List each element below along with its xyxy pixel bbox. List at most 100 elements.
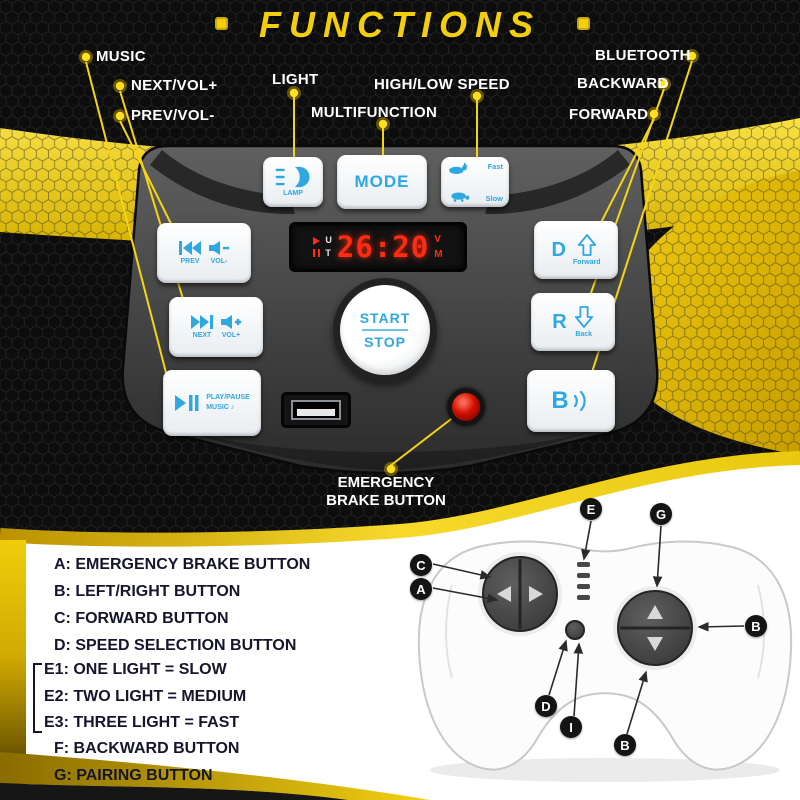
fast-label: Fast: [487, 162, 503, 171]
music-note-icon: ♪: [230, 404, 235, 411]
start-stop-button: START STOP: [333, 278, 437, 382]
play-pause-label: PLAY/PAUSE: [206, 394, 250, 401]
prev-track-icon: [179, 241, 201, 255]
callout-light-label: LIGHT: [272, 71, 319, 88]
display-v: V: [434, 234, 441, 245]
callout-prev-vol-label: PREV/VOL-: [131, 107, 215, 124]
stop-label: STOP: [364, 334, 406, 350]
next-vol-plus-button: NEXT VOL+: [169, 297, 263, 357]
headlight-icon: [275, 166, 310, 188]
music-label: MUSIC: [206, 404, 229, 411]
bluetooth-letter: B: [551, 387, 569, 414]
play-indicator-icon: [313, 237, 321, 245]
callout-line-next-vol: [119, 90, 191, 323]
left-arrow-icon: [497, 586, 511, 602]
legend-item-g: G: PAIRING BUTTON: [54, 767, 213, 784]
remote-badge-b-right: B: [745, 615, 767, 637]
reverse-gear-button: R Back: [531, 293, 615, 351]
remote-badge-e: E: [580, 498, 602, 520]
remote-left-pad: [478, 552, 562, 636]
emergency-brake-button: [447, 388, 485, 426]
emergency-line2: BRAKE BUTTON: [326, 492, 446, 509]
start-stop-divider: [362, 329, 408, 331]
callout-high-low-speed-label: HIGH/LOW SPEED: [374, 76, 510, 93]
display-m: M: [434, 249, 443, 260]
prev-vol-minus-button: PREV VOL-: [157, 223, 251, 283]
speed-button: Fast Slow: [441, 157, 509, 207]
line-C: [432, 563, 492, 580]
emergency-line1: EMERGENCY: [337, 474, 435, 491]
legend-item-e2: E2: TWO LIGHT = MEDIUM: [44, 688, 247, 705]
remote-shadow: [430, 758, 780, 782]
mode-label: MODE: [354, 172, 410, 191]
lamp-label: LAMP: [283, 190, 303, 197]
callout-forward-label: FORWARD: [569, 106, 649, 123]
remote-badge-b-bottom: B: [614, 734, 636, 756]
callout-music-label: MUSIC: [96, 48, 146, 65]
yellow-boundary-band: [0, 451, 800, 547]
right-arrow-icon: [529, 586, 543, 602]
usb-port: [281, 392, 351, 428]
panel-left-recess: [150, 150, 295, 215]
start-label: START: [359, 310, 411, 326]
remote-left-grip-line: [445, 584, 453, 679]
legend-item-e3: E3: THREE LIGHT = FAST: [44, 714, 240, 731]
remote-badge-g: G: [650, 503, 672, 525]
remote-center-button: [565, 620, 585, 640]
turtle-icon: [451, 192, 470, 202]
display-t: T: [325, 248, 331, 258]
down-arrow-icon: [647, 637, 663, 651]
panel-bottom-shadow: [180, 428, 600, 470]
callout-line-music: [85, 61, 173, 397]
volume-plus-icon: [221, 315, 241, 329]
line-A: [432, 587, 499, 603]
play-pause-icon: [175, 395, 199, 411]
remote-badge-a: A: [410, 578, 432, 600]
display-vm-letters: V M: [434, 234, 442, 260]
back-arrow-icon: [574, 306, 593, 328]
callout-dots: [79, 49, 699, 476]
display-play-pause-indicators: [313, 237, 321, 257]
slow-label: Slow: [485, 194, 503, 203]
bottom-left-dark-band: [0, 783, 348, 800]
callout-emergency-label: EMERGENCY BRAKE BUTTON: [295, 474, 477, 510]
prev-label: PREV: [180, 258, 200, 265]
display-time: 26:20: [336, 230, 430, 264]
legend-item-b: B: LEFT/RIGHT BUTTON: [54, 583, 241, 600]
panel-right-recess: [485, 150, 630, 215]
callout-bluetooth-label: BLUETOOTH: [595, 47, 691, 64]
led-display: U T 26:20 V M: [289, 222, 467, 272]
forward-small-label: Forward: [572, 259, 601, 266]
back-small-label: Back: [575, 331, 593, 338]
line-D: [548, 639, 568, 696]
remote-badge-c: C: [410, 554, 432, 576]
legend-e-bracket: [33, 663, 42, 733]
rabbit-icon: [449, 162, 468, 174]
legend-item-f: F: BACKWARD BUTTON: [54, 740, 240, 757]
vol-minus-label: VOL-: [210, 258, 228, 265]
legend-item-d: D: SPEED SELECTION BUTTON: [54, 637, 297, 654]
usb-slot: [291, 400, 341, 420]
music-label-row: MUSIC ♪: [206, 404, 234, 412]
next-track-icon: [191, 315, 213, 329]
remote-badge-d: D: [535, 695, 557, 717]
page-title: FUNCTIONS: [259, 4, 541, 45]
remote-right-pad: [613, 586, 697, 670]
remote-badge-i: I: [560, 716, 582, 738]
back-letter: R: [552, 310, 567, 333]
callout-multifunction-label: MULTIFUNCTION: [311, 104, 438, 121]
mode-button: MODE: [337, 155, 427, 209]
display-ut-letters: U T: [325, 236, 332, 258]
remote-annotation-lines: [432, 520, 745, 735]
up-arrow-icon: [647, 605, 663, 619]
sound-waves-icon: [573, 390, 586, 412]
usb-tongue: [297, 409, 335, 416]
title-left-square: [215, 17, 228, 30]
play-pause-music-button: PLAY/PAUSE MUSIC ♪: [163, 370, 261, 436]
next-label: NEXT: [192, 332, 212, 339]
legend-item-e1: E1: ONE LIGHT = SLOW: [44, 661, 227, 678]
forward-letter: D: [551, 238, 566, 261]
legend-item-a: A: EMERGENCY BRAKE BUTTON: [54, 556, 311, 573]
volume-minus-icon: [209, 241, 229, 255]
